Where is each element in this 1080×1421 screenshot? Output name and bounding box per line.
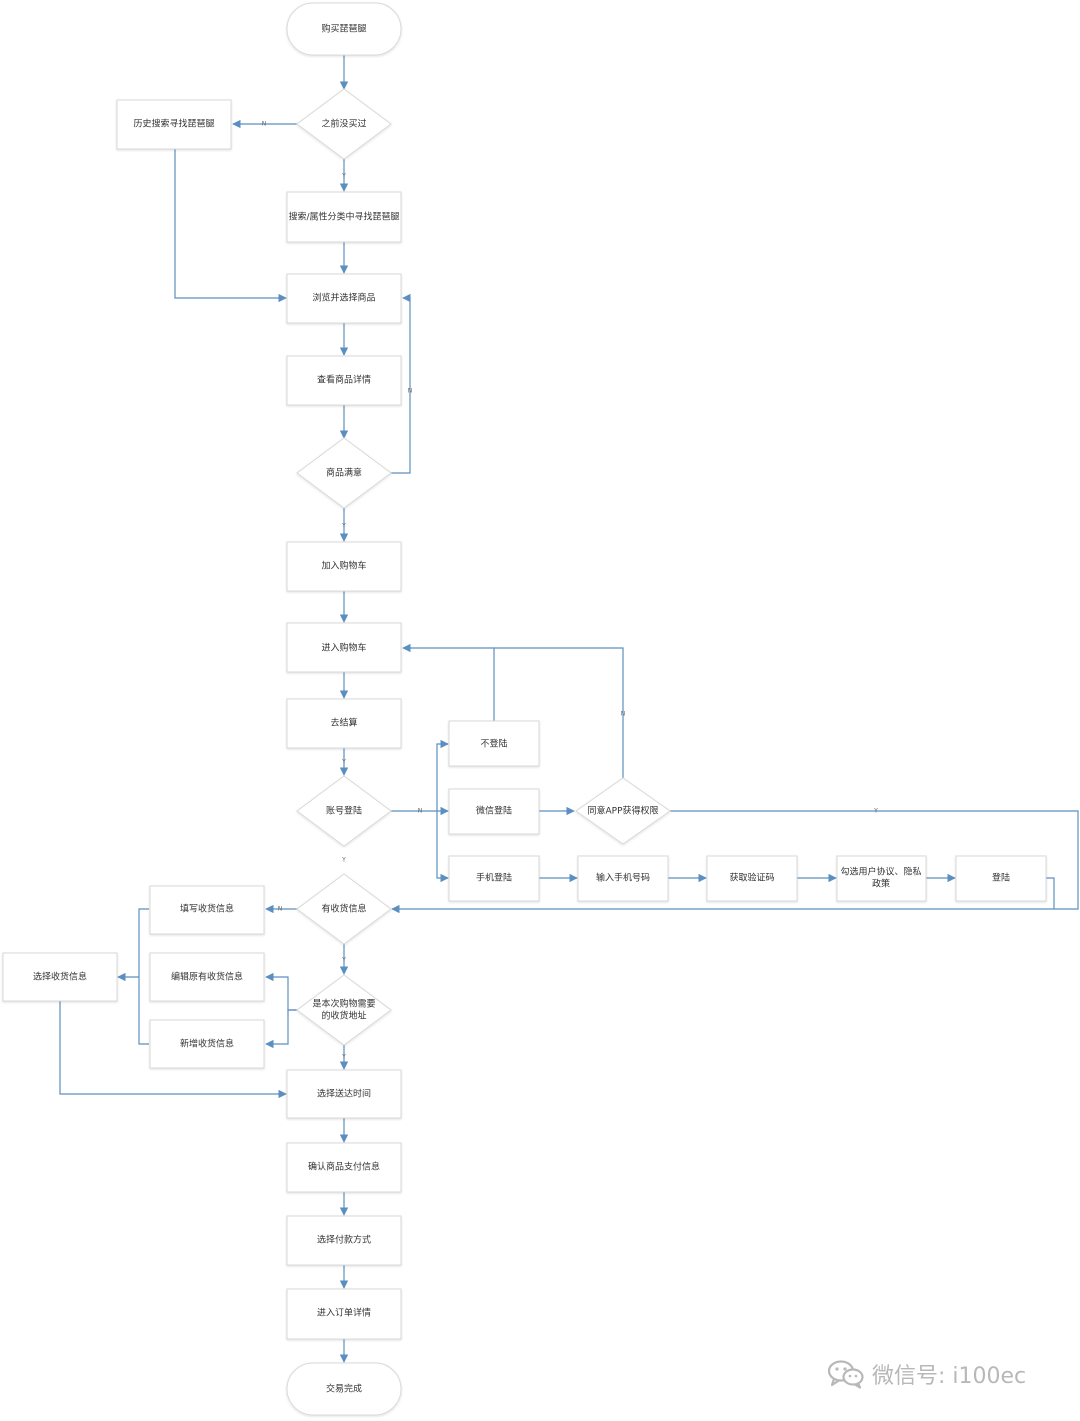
need-address-label-line2: 的收货地址 <box>321 1010 366 1022</box>
agree-app-decision: 同意APP获得权限 <box>575 777 671 845</box>
new-address-label: 新增收货信息 <box>180 1038 234 1050</box>
phone-login-label: 手机登陆 <box>476 872 512 884</box>
edit-address-node: 编辑原有收货信息 <box>149 952 265 1002</box>
pay-method-label: 选择付款方式 <box>317 1234 371 1246</box>
edit-address-label: 编辑原有收货信息 <box>171 971 243 983</box>
has-address-decision: 有收货信息 <box>296 873 392 945</box>
bought-before-label: 之前没买过 <box>321 118 366 130</box>
satisfied-label: 商品满意 <box>326 467 362 479</box>
no-login-node: 不登陆 <box>448 720 540 767</box>
label-bought-no: N <box>262 121 267 128</box>
label-agree-no: N <box>621 711 626 718</box>
input-phone-node: 输入手机号码 <box>577 855 669 902</box>
browse-label: 浏览并选择商品 <box>312 292 375 304</box>
finish-node: 交易完成 <box>286 1362 402 1416</box>
label-has-address-yes: Y <box>341 957 346 964</box>
history-node: 历史搜索寻找琵琶腿 <box>116 99 232 150</box>
fill-address-node: 填写收货信息 <box>149 885 265 935</box>
watermark: 微信号: i100ec <box>826 1356 1026 1392</box>
pay-method-node: 选择付款方式 <box>286 1215 402 1266</box>
label-satisfied-yes: Y <box>341 523 346 530</box>
label-agree-yes: Y <box>873 808 878 815</box>
order-detail-label: 进入订单详情 <box>317 1307 371 1319</box>
enter-cart-node: 进入购物车 <box>286 622 402 673</box>
confirm-pay-node: 确认商品支付信息 <box>286 1142 402 1193</box>
get-code-label: 获取验证码 <box>729 872 774 884</box>
start-label: 购买琵琶腿 <box>321 23 366 35</box>
edge-login-to-has-address <box>1046 877 1055 909</box>
confirm-pay-label: 确认商品支付信息 <box>308 1161 380 1173</box>
agree-app-label: 同意APP获得权限 <box>587 805 658 817</box>
detail-label: 查看商品详情 <box>317 374 371 386</box>
edge-select-address-to-time <box>59 1001 287 1099</box>
enter-cart-label: 进入购物车 <box>321 642 366 654</box>
need-address-label-line1: 是本次购物需要 <box>312 998 375 1010</box>
search-label: 搜索/属性分类中寻找琵琶腿 <box>288 211 399 223</box>
edge-history-to-browse <box>174 149 287 303</box>
bought-before-decision: 之前没买过 <box>296 88 392 160</box>
wechat-icon <box>827 1360 864 1389</box>
history-label: 历史搜索寻找琵琶腿 <box>133 118 214 130</box>
need-address-decision: 是本次购物需要 的收货地址 <box>296 974 392 1046</box>
edge-need-to-new <box>265 1009 297 1049</box>
agree-policy-label-line2: 政策 <box>872 878 890 890</box>
detail-node: 查看商品详情 <box>286 355 402 406</box>
login-node: 登陆 <box>955 855 1047 902</box>
label-account-yes: Y <box>341 857 346 864</box>
label-has-address-no: N <box>278 906 283 913</box>
select-time-label: 选择送达时间 <box>317 1088 371 1100</box>
label-account-no: N <box>418 808 423 815</box>
phone-login-node: 手机登陆 <box>448 855 540 902</box>
edge-address-options-to-select <box>118 908 149 1045</box>
start-node: 购买琵琶腿 <box>286 2 402 56</box>
wechat-login-node: 微信登陆 <box>448 788 540 835</box>
label-need-yes: Y <box>341 1054 346 1061</box>
add-cart-node: 加入购物车 <box>286 541 402 592</box>
label-checkout-yes: Y <box>341 759 346 766</box>
get-code-node: 获取验证码 <box>706 855 798 902</box>
no-login-label: 不登陆 <box>480 738 507 750</box>
agree-policy-label-line1: 勾选用户协议、隐私 <box>840 866 921 878</box>
label-bought-yes: Y <box>341 173 346 180</box>
edge-branch-to-nologin <box>436 739 449 811</box>
has-address-label: 有收货信息 <box>321 903 366 915</box>
login-label: 登陆 <box>992 872 1010 884</box>
wechat-login-label: 微信登陆 <box>476 805 512 817</box>
edge-agree-no-to-entercart <box>494 647 624 778</box>
checkout-label: 去结算 <box>330 717 357 729</box>
select-time-node: 选择送达时间 <box>286 1069 402 1119</box>
edge-agree-yes-to-has-address <box>391 810 1079 914</box>
fill-address-label: 填写收货信息 <box>180 903 234 915</box>
account-login-decision: 账号登陆 <box>296 775 392 847</box>
checkout-node: 去结算 <box>286 698 402 749</box>
edge-satisfied-no-to-browse <box>391 293 411 474</box>
add-cart-label: 加入购物车 <box>321 560 366 572</box>
watermark-text: 微信号: i100ec <box>872 1364 1027 1389</box>
order-detail-node: 进入订单详情 <box>286 1288 402 1340</box>
search-node: 搜索/属性分类中寻找琵琶腿 <box>286 191 402 243</box>
edge-nologin-to-entercart <box>402 643 495 721</box>
new-address-node: 新增收货信息 <box>149 1019 265 1069</box>
input-phone-label: 输入手机号码 <box>596 872 650 884</box>
finish-label: 交易完成 <box>326 1383 362 1395</box>
label-satisfied-no: N <box>408 388 413 395</box>
edge-branch-to-phone <box>436 811 449 883</box>
satisfied-decision: 商品满意 <box>296 437 392 509</box>
agree-policy-node: 勾选用户协议、隐私 政策 <box>836 855 927 902</box>
select-address-label: 选择收货信息 <box>33 971 87 983</box>
select-address-node: 选择收货信息 <box>2 952 118 1002</box>
account-login-label: 账号登陆 <box>326 805 362 817</box>
browse-node: 浏览并选择商品 <box>286 273 402 324</box>
edge-need-to-edit <box>265 972 297 1011</box>
